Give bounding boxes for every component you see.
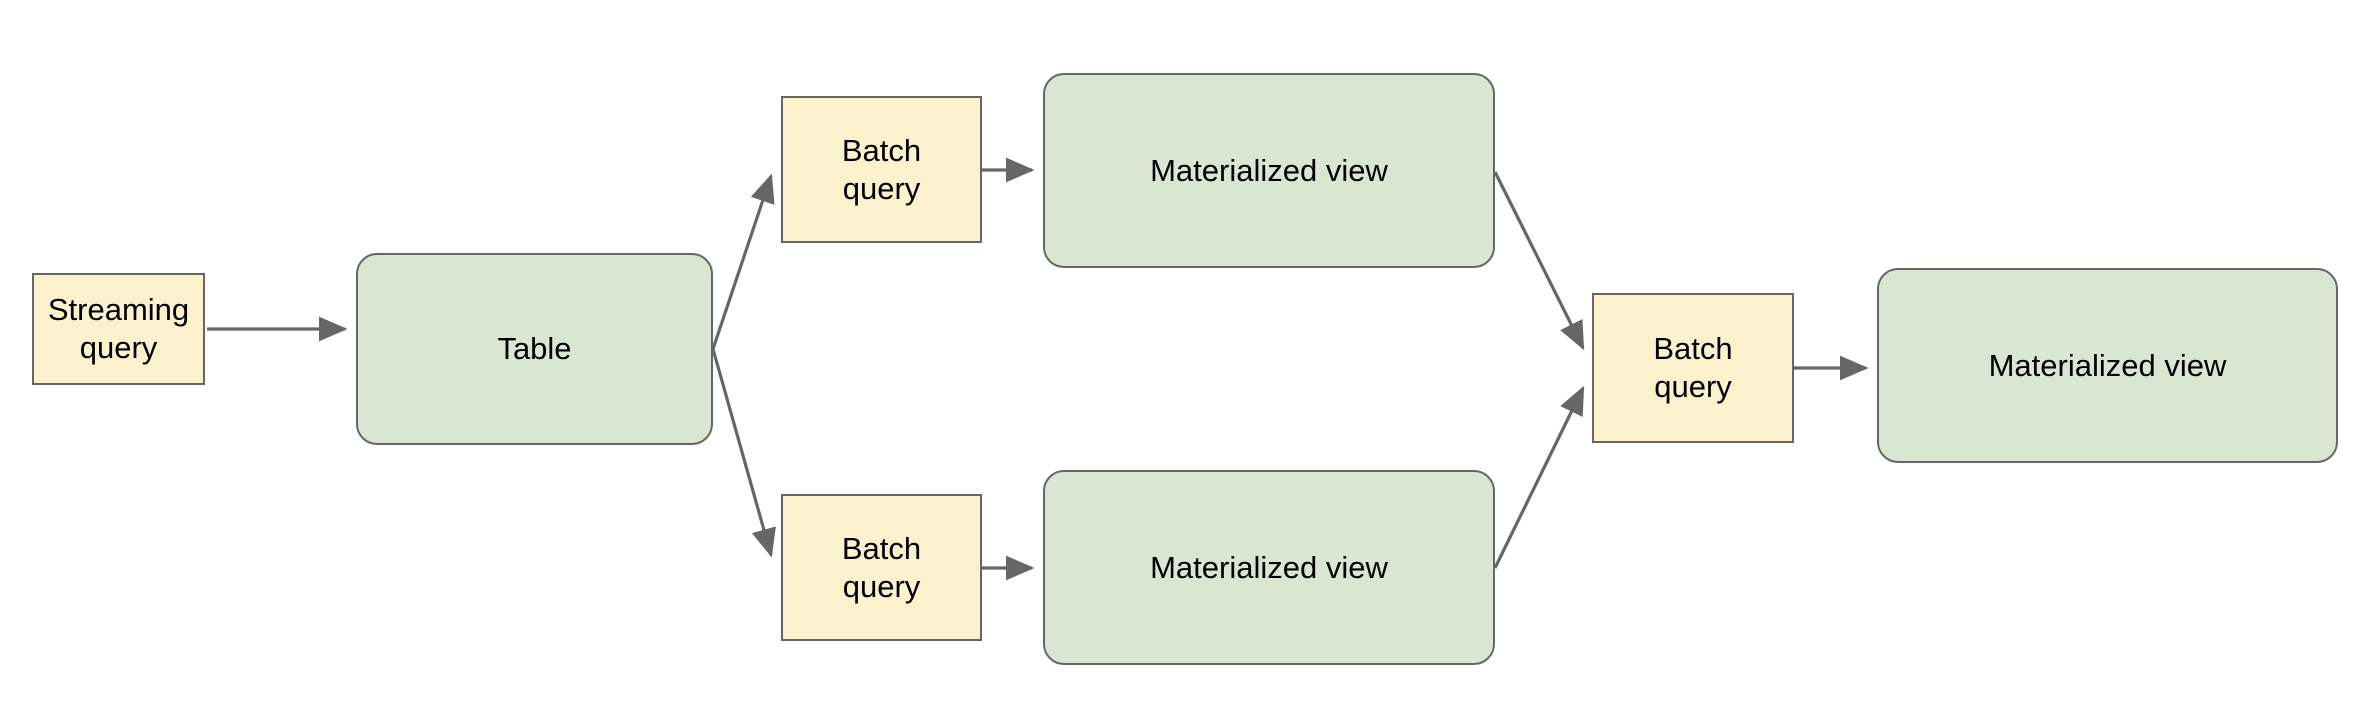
- node-label-batch-query-bottom: Batch query: [841, 530, 922, 604]
- node-label-materialized-view-top: Materialized view: [1150, 152, 1388, 188]
- node-label-materialized-view-bottom: Materialized view: [1150, 549, 1388, 585]
- node-batch-query-bottom[interactable]: Batch query: [781, 494, 982, 641]
- node-streaming-query[interactable]: Streaming query: [32, 273, 205, 385]
- node-label-batch-query-top: Batch query: [841, 132, 922, 206]
- node-materialized-view-final[interactable]: Materialized view: [1877, 268, 2338, 463]
- node-materialized-view-top[interactable]: Materialized view: [1043, 73, 1495, 268]
- node-batch-query-final[interactable]: Batch query: [1592, 293, 1794, 443]
- node-batch-query-top[interactable]: Batch query: [781, 96, 982, 243]
- node-label-table: Table: [497, 331, 572, 367]
- edge-materialized-view-top-to-batch-query-final: [1493, 171, 1585, 351]
- node-table[interactable]: Table: [356, 253, 713, 445]
- edge-materialized-view-bottom-to-batch-query-final: [1493, 385, 1585, 569]
- node-label-materialized-view-final: Materialized view: [1988, 347, 2227, 383]
- node-materialized-view-bottom[interactable]: Materialized view: [1043, 470, 1495, 665]
- edge-table-to-batch-query-top: [711, 173, 775, 350]
- node-label-streaming-query: Streaming query: [47, 292, 190, 365]
- edge-table-to-batch-query-bottom: [711, 348, 776, 558]
- node-label-batch-query-final: Batch query: [1653, 331, 1733, 404]
